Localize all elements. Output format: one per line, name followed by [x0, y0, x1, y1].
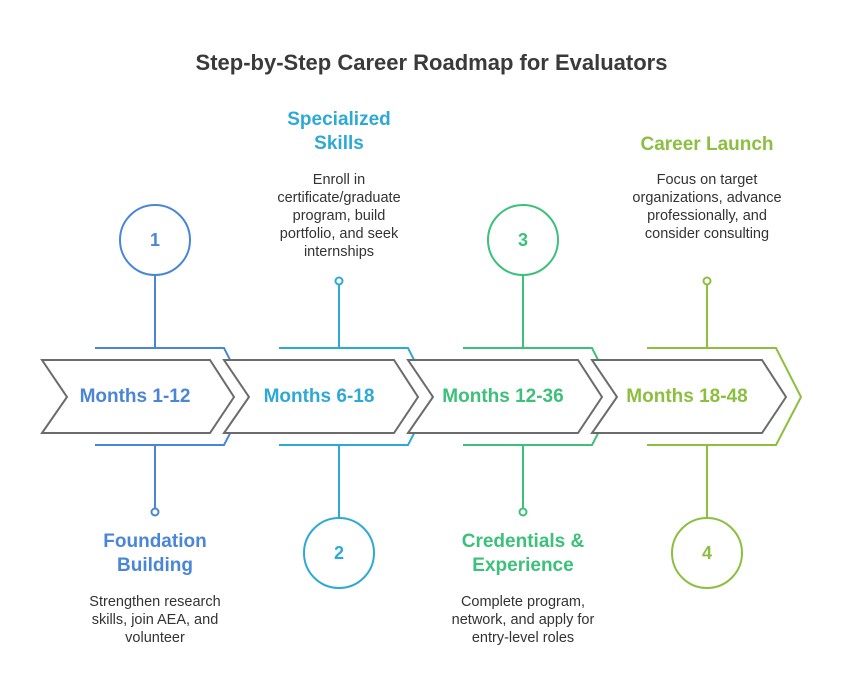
step-4-chevron: [590, 359, 788, 434]
step-1-dot: [150, 507, 160, 517]
step-4-dot: [702, 276, 712, 286]
step-3-heading: Credentials & Experience: [461, 531, 585, 576]
step-4-chevron-back: [647, 347, 803, 446]
step-4-heading: Career Launch: [640, 134, 774, 155]
step-4-circle: [671, 517, 743, 589]
step-3-description: Complete program, network, and apply for…: [451, 594, 595, 646]
step-1-number: 1: [149, 230, 160, 250]
step-4-number: 4: [701, 543, 712, 563]
step-2-description: Enroll in certificate/graduate program, …: [277, 172, 401, 260]
step-1-description: Strengthen research skills, join AEA, an…: [89, 594, 221, 646]
step-4-period: Months 18-48: [626, 386, 748, 407]
step-3-period: Months 12-36: [442, 386, 564, 407]
step-1-chevron: [40, 359, 236, 434]
step-2-dot: [334, 276, 344, 286]
step-2-heading: Specialized Skills: [287, 109, 391, 154]
step-2-graphics: [222, 276, 435, 589]
step-2-chevron: [222, 359, 420, 434]
step-4-graphics: [590, 276, 803, 589]
step-1-heading: Foundation Building: [103, 531, 207, 576]
step-1-graphics: [40, 204, 251, 517]
step-2-number: 2: [333, 543, 344, 563]
step-1-period: Months 1-12: [79, 386, 191, 407]
step-3-chevron: [406, 359, 604, 434]
step-2-period: Months 6-18: [263, 386, 375, 407]
page-title: Step-by-Step Career Roadmap for Evaluato…: [195, 50, 668, 75]
step-3-graphics: [406, 204, 619, 517]
step-4-description: Focus on target organizations, advance p…: [632, 172, 782, 242]
step-3-dot: [518, 507, 528, 517]
step-3-number: 3: [517, 230, 528, 250]
step-2-circle: [303, 517, 375, 589]
